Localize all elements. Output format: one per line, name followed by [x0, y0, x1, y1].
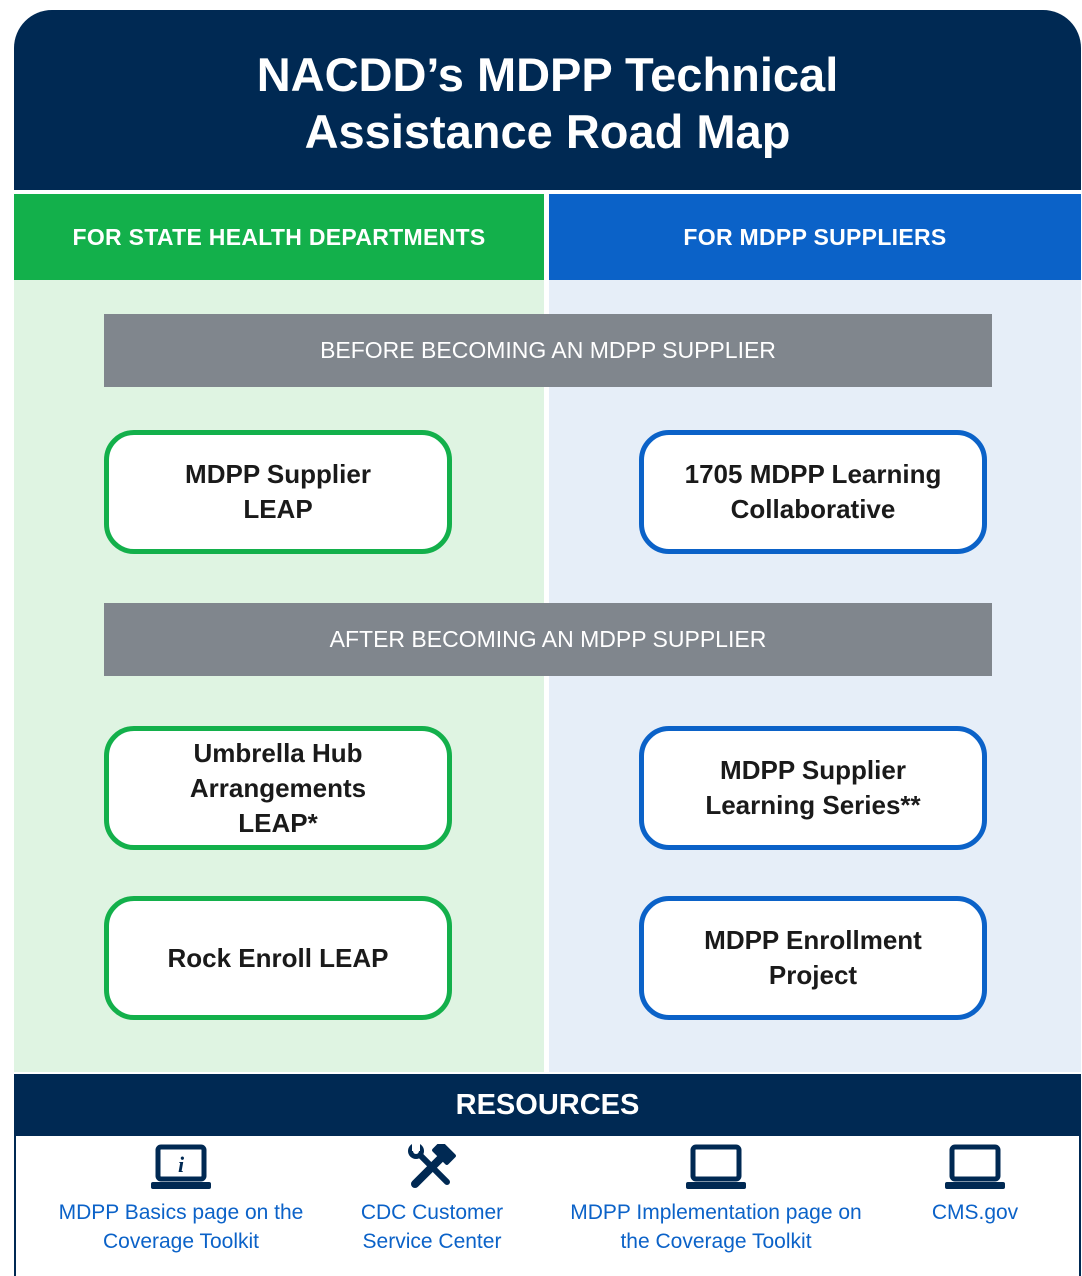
program-label: MDPP Supplier Learning Series**: [705, 755, 921, 820]
program-learning-collaborative[interactable]: 1705 MDPP Learning Collaborative: [639, 430, 987, 554]
phase-before-banner: BEFORE BECOMING AN MDPP SUPPLIER: [104, 314, 992, 387]
laptop-icon: [686, 1144, 746, 1189]
column-header-suppliers: FOR MDPP SUPPLIERS: [549, 194, 1081, 280]
resource-label: MDPP Basics page on the Coverage Toolkit: [58, 1201, 304, 1253]
resources-list: i MDPP Basics page on the Coverage Toolk…: [14, 1136, 1081, 1276]
svg-text:i: i: [178, 1152, 185, 1177]
tools-icon: [408, 1144, 456, 1188]
road-map-card: NACDD’s MDPP Technical Assistance Road M…: [14, 10, 1081, 1276]
column-header-state-health: FOR STATE HEALTH DEPARTMENTS: [14, 194, 544, 280]
resource-mdpp-implementation[interactable]: MDPP Implementation page on the Coverage…: [556, 1136, 876, 1256]
resource-label: CDC Customer Service Center: [360, 1201, 504, 1253]
program-learning-series[interactable]: MDPP Supplier Learning Series**: [639, 726, 987, 850]
resource-label: MDPP Implementation page on the Coverage…: [570, 1201, 862, 1253]
resource-cdc-customer-service[interactable]: CDC Customer Service Center: [332, 1136, 532, 1256]
header: NACDD’s MDPP Technical Assistance Road M…: [14, 10, 1081, 190]
program-rock-enroll[interactable]: Rock Enroll LEAP: [104, 896, 452, 1020]
resources-section: RESOURCES i MDPP Basics page on the Cove…: [14, 1074, 1081, 1276]
program-supplier-leap[interactable]: MDPP Supplier LEAP: [104, 430, 452, 554]
program-label: Umbrella Hub Arrangements LEAP*: [189, 737, 367, 838]
resource-mdpp-basics[interactable]: i MDPP Basics page on the Coverage Toolk…: [46, 1136, 316, 1256]
program-umbrella-hub[interactable]: Umbrella Hub Arrangements LEAP*: [104, 726, 452, 850]
resource-label: CMS.gov: [931, 1201, 1019, 1224]
phase-after-banner: AFTER BECOMING AN MDPP SUPPLIER: [104, 603, 992, 676]
laptop-icon: [945, 1144, 1005, 1189]
program-label: Rock Enroll LEAP: [167, 942, 389, 973]
program-label: MDPP Supplier LEAP: [185, 459, 371, 524]
program-label: 1705 MDPP Learning Collaborative: [684, 459, 942, 524]
program-enrollment-project[interactable]: MDPP Enrollment Project: [639, 896, 987, 1020]
page-title: NACDD’s MDPP Technical Assistance Road M…: [256, 48, 839, 158]
program-label: MDPP Enrollment Project: [704, 925, 922, 990]
laptop-info-icon: i: [151, 1144, 211, 1189]
resources-heading: RESOURCES: [14, 1074, 1081, 1136]
resource-cms-gov[interactable]: CMS.gov: [900, 1136, 1050, 1227]
